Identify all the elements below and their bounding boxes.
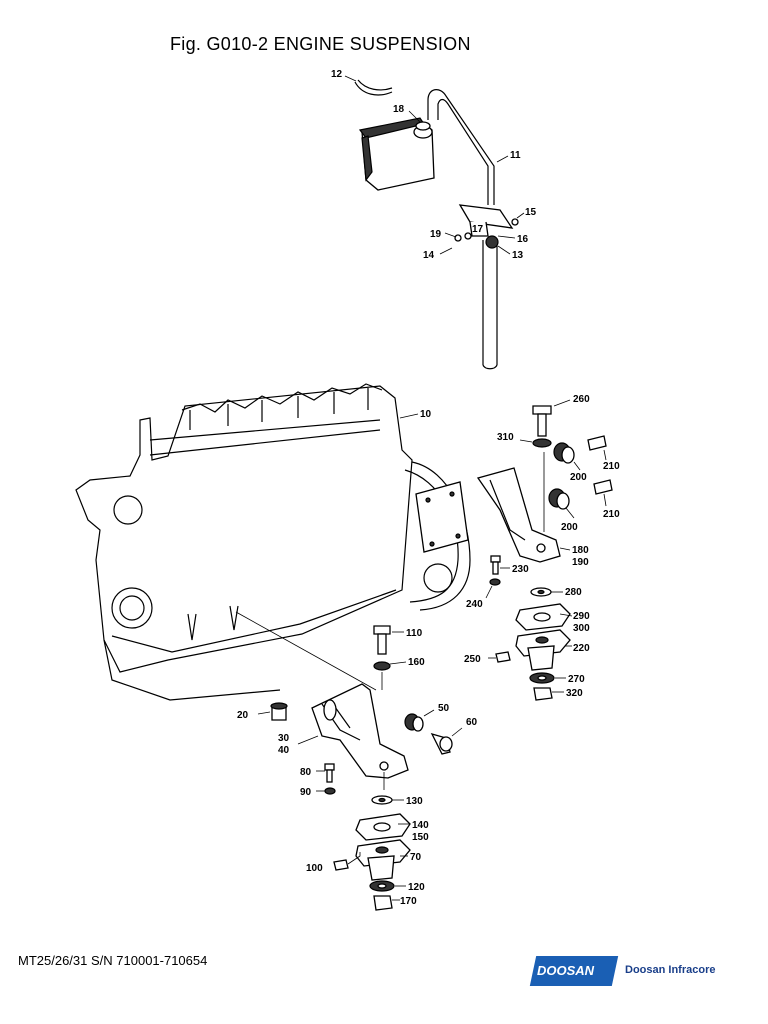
callout-200-a: 200	[570, 472, 587, 483]
doosan-logo-text: DOOSAN	[537, 963, 595, 978]
bolt-80	[316, 763, 335, 783]
callout-240: 240	[466, 599, 483, 610]
bolt-110	[373, 625, 404, 655]
callout-12: 12	[331, 69, 343, 80]
washer-280	[530, 587, 563, 597]
washer-160	[373, 661, 407, 671]
bolt-230	[490, 555, 510, 575]
callout-13: 13	[512, 250, 524, 261]
mount-220	[515, 629, 572, 671]
callout-220: 220	[573, 643, 590, 654]
callout-150: 150	[412, 832, 429, 843]
washer-240	[485, 578, 501, 599]
bracket-180	[476, 452, 571, 563]
callout-200-b: 200	[561, 522, 578, 533]
callout-10: 10	[420, 409, 432, 420]
callout-210-b: 210	[603, 509, 620, 520]
figure-title: Fig. G010-2 ENGINE SUSPENSION	[170, 34, 471, 54]
serial-number-footer: MT25/26/31 S/N 710001-710654	[18, 953, 208, 968]
pipe-bracket-17	[439, 204, 525, 255]
callout-16: 16	[517, 234, 529, 245]
nut-320	[533, 687, 564, 701]
callout-14: 14	[423, 250, 435, 261]
doosan-brand: DOOSAN Doosan Infracore	[529, 956, 733, 986]
callout-310: 310	[497, 432, 514, 443]
callout-270: 270	[568, 674, 585, 685]
callout-100: 100	[306, 863, 323, 874]
plate-290	[515, 603, 573, 631]
bolt-260	[532, 399, 571, 437]
callout-80: 80	[300, 767, 312, 778]
callout-160: 160	[408, 657, 425, 668]
callout-18: 18	[393, 104, 405, 115]
callout-320: 320	[566, 688, 583, 699]
rubber-mount-200-bottom	[548, 479, 613, 519]
reservoir-tank	[358, 110, 435, 191]
callout-120: 120	[408, 882, 425, 893]
callout-280: 280	[565, 587, 582, 598]
hose-clip-12	[344, 75, 393, 96]
callout-11: 11	[510, 150, 521, 161]
callout-19: 19	[430, 229, 442, 240]
rubber-mount-200-top	[553, 435, 607, 471]
callout-190: 190	[572, 557, 589, 568]
callout-210-a: 210	[603, 461, 620, 472]
callout-230: 230	[512, 564, 529, 575]
callout-250: 250	[464, 654, 481, 665]
callout-50: 50	[438, 703, 450, 714]
drain-plug-20	[257, 702, 288, 721]
callout-70: 70	[410, 852, 422, 863]
callout-130: 130	[406, 796, 423, 807]
washer-120	[369, 880, 406, 892]
nut-250	[488, 651, 511, 663]
washer-270	[529, 672, 566, 684]
washer-130	[371, 795, 404, 805]
callout-40: 40	[278, 745, 290, 756]
callout-15: 15	[525, 207, 537, 218]
washer-310	[519, 438, 552, 448]
plate-140	[355, 813, 411, 841]
callout-90: 90	[300, 787, 312, 798]
washer-90	[316, 787, 336, 795]
engine-block-10	[75, 383, 471, 701]
nut-170	[373, 895, 400, 911]
callout-260: 260	[573, 394, 590, 405]
bolt-60	[430, 727, 463, 755]
callout-60: 60	[466, 717, 478, 728]
callout-140: 140	[412, 820, 429, 831]
callout-17: 17	[472, 224, 484, 235]
bracket-30	[297, 672, 409, 790]
rubber-mount-50	[404, 709, 435, 732]
callout-170: 170	[400, 896, 417, 907]
callout-30: 30	[278, 733, 290, 744]
callout-20: 20	[237, 710, 249, 721]
callout-290: 290	[573, 611, 590, 622]
callout-180: 180	[572, 545, 589, 556]
mount-70	[355, 839, 411, 881]
callout-300: 300	[573, 623, 590, 634]
brand-name: Doosan Infracore	[625, 964, 716, 976]
callout-110: 110	[406, 628, 423, 639]
nut-100	[333, 852, 361, 871]
breather-pipe-11	[427, 89, 509, 370]
